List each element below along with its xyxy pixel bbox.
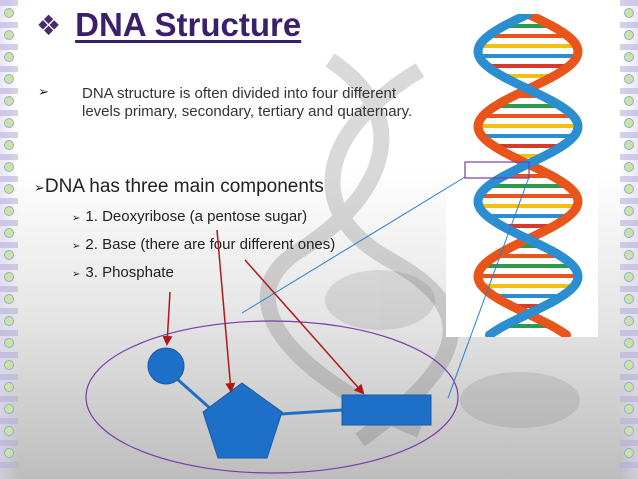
border-bead: [624, 448, 634, 458]
arrow-to-phosphate: [162, 291, 173, 346]
diamond-bullet-icon: ❖: [36, 8, 62, 42]
border-bead: [624, 338, 634, 348]
arrowhead-bullet-icon: ➢: [72, 213, 81, 224]
border-bead: [624, 8, 634, 18]
bullet-text: DNA structure is often divided into four…: [82, 85, 413, 120]
phosphate-circle: [147, 347, 185, 385]
border-bead: [4, 272, 14, 282]
border-bead: [4, 96, 14, 106]
border-bead: [624, 294, 634, 304]
phosphate-sugar-bond: [175, 376, 213, 412]
bullet-structure-levels: ➢ DNA structure is often divided into fo…: [38, 85, 438, 121]
sub-bullet-phosphate: ➢ 3. Phosphate: [72, 264, 174, 281]
border-bead: [624, 404, 634, 414]
arrowhead-bullet-icon: ➢: [38, 85, 49, 100]
border-bead: [624, 316, 634, 326]
border-bead: [624, 162, 634, 172]
arrow-to-base: [244, 259, 365, 395]
border-bead: [4, 140, 14, 150]
border-bead: [624, 206, 634, 216]
border-bead: [4, 228, 14, 238]
border-bead: [624, 52, 634, 62]
arrowhead-bullet-icon: ➢: [34, 181, 45, 196]
border-bead: [4, 8, 14, 18]
sub-bullet-text: 3. Phosphate: [85, 264, 174, 281]
arrow-to-deoxyribose: [216, 229, 236, 393]
sub-bullet-deoxyribose: ➢ 1. Deoxyribose (a pentose sugar): [72, 208, 307, 225]
bullet-components: ➢ DNA has three main components: [34, 176, 324, 198]
border-bead: [624, 140, 634, 150]
border-bead: [624, 272, 634, 282]
border-bead: [4, 448, 14, 458]
sugar-base-bond: [280, 408, 343, 416]
border-bead: [624, 30, 634, 40]
dna-helix-image: [446, 9, 598, 340]
helix-highlight-box: [464, 161, 530, 179]
border-bead: [624, 426, 634, 436]
border-bead: [4, 184, 14, 194]
border-bead: [4, 316, 14, 326]
border-bead: [4, 294, 14, 304]
sub-bullet-text: 1. Deoxyribose (a pentose sugar): [85, 208, 308, 225]
border-bead: [4, 118, 14, 128]
slide-title: DNA Structure: [75, 6, 302, 43]
border-bead: [624, 118, 634, 128]
base-rectangle: [341, 394, 432, 426]
border-bead: [624, 382, 634, 392]
zoom-line-lower: [447, 176, 530, 399]
nucleotide-ellipse: [85, 320, 459, 474]
left-border-beads: [2, 0, 16, 479]
border-bead: [624, 250, 634, 260]
border-bead: [4, 338, 14, 348]
right-border-beads: [622, 0, 636, 479]
border-bead: [4, 30, 14, 40]
border-bead: [4, 360, 14, 370]
border-bead: [4, 250, 14, 260]
border-bead: [4, 382, 14, 392]
helix-strand-orange: [473, 9, 583, 340]
border-bead: [624, 228, 634, 238]
border-bead: [624, 74, 634, 84]
border-bead: [4, 206, 14, 216]
arrowhead-bullet-icon: ➢: [72, 241, 81, 252]
deoxyribose-pentagon: [202, 382, 283, 459]
bullet-text: DNA has three main components: [44, 176, 324, 197]
border-bead: [4, 426, 14, 436]
sub-bullet-base: ➢ 2. Base (there are four different ones…: [72, 236, 335, 253]
sub-bullet-text: 2. Base (there are four different ones): [85, 236, 336, 253]
border-bead: [4, 404, 14, 414]
border-bead: [624, 96, 634, 106]
border-bead: [4, 162, 14, 172]
title-row: ❖ DNA Structure: [36, 6, 301, 44]
helix-strand-blue: [473, 9, 583, 340]
border-bead: [624, 184, 634, 194]
dna-helix-drawing: [473, 9, 583, 340]
border-bead: [624, 360, 634, 370]
border-bead: [4, 52, 14, 62]
zoom-line-upper: [241, 176, 466, 314]
border-bead: [4, 74, 14, 84]
arrowhead-bullet-icon: ➢: [72, 269, 81, 280]
